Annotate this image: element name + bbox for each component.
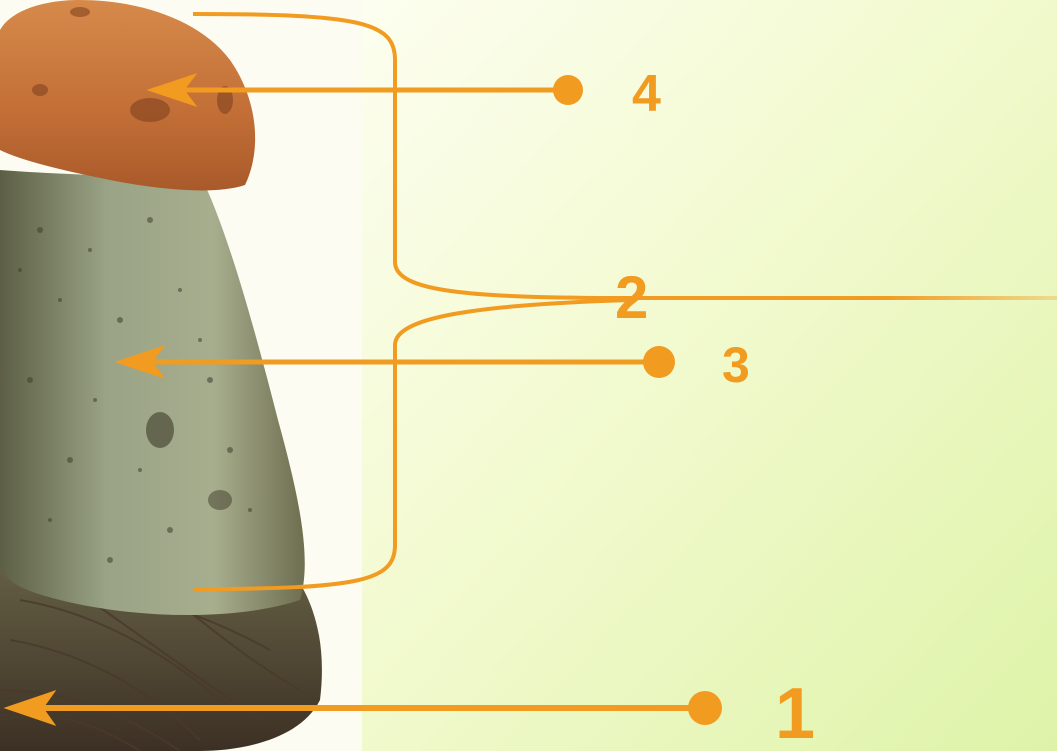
stem-dark-spot <box>208 490 232 510</box>
right-background <box>362 0 1057 751</box>
stem-dark-spot <box>146 412 174 448</box>
label-stem-number: 3 <box>722 340 750 390</box>
label-cap-number: 4 <box>632 68 661 120</box>
label-bracket-number: 2 <box>615 268 648 328</box>
label-base-number: 1 <box>775 678 815 750</box>
